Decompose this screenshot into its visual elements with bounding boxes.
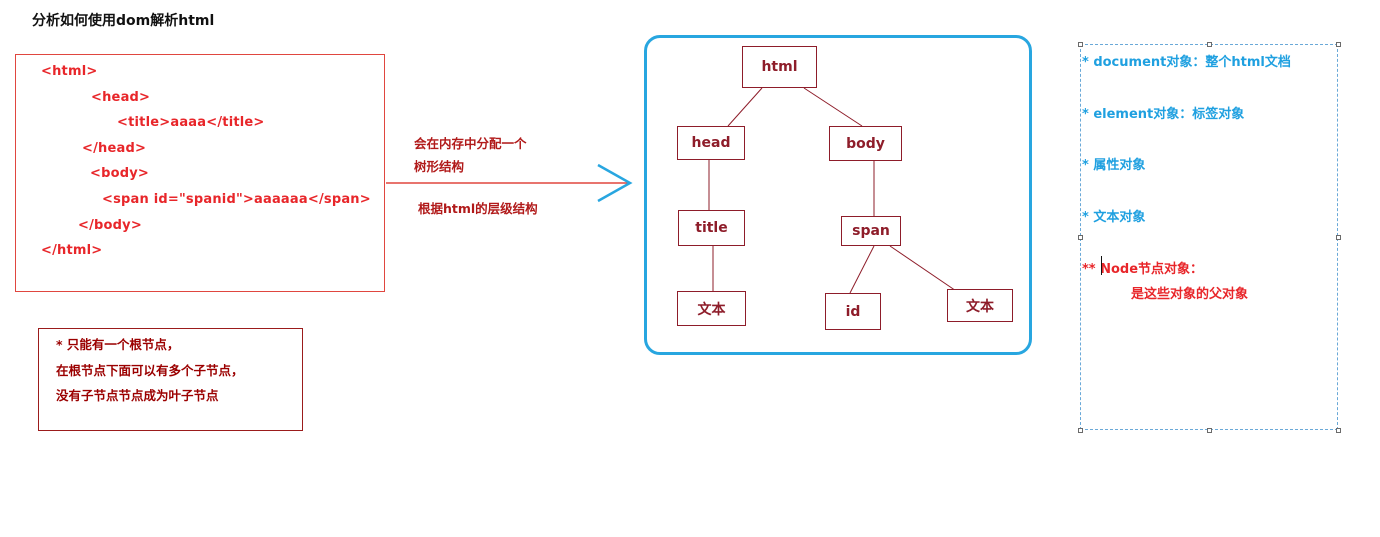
code-line-html-open: <html> xyxy=(41,64,98,79)
object-attribute: * 属性对象 xyxy=(1082,158,1146,173)
node-span: span xyxy=(841,216,901,246)
node-id: id xyxy=(825,293,881,330)
node-title: title xyxy=(678,210,745,246)
arrow-icon xyxy=(386,163,633,203)
page-title: 分析如何使用dom解析html xyxy=(32,13,215,29)
resize-handle-left[interactable] xyxy=(1078,235,1083,240)
resize-handle-right[interactable] xyxy=(1336,235,1341,240)
resize-handle-bottom-left[interactable] xyxy=(1078,428,1083,433)
edge-html-body xyxy=(803,87,863,127)
code-line-html-close: </html> xyxy=(41,243,103,258)
arrow-text-line-3: 根据html的层级结构 xyxy=(418,201,538,216)
code-line-head-close: </head> xyxy=(82,141,147,156)
resize-handle-top[interactable] xyxy=(1207,42,1212,47)
note-line-1: * 只能有一个根节点， xyxy=(56,337,180,352)
resize-handle-top-left[interactable] xyxy=(1078,42,1083,47)
code-line-body-close: </body> xyxy=(78,218,142,233)
node-html: html xyxy=(742,46,817,88)
node-object-prefix: ** xyxy=(1082,262,1101,277)
note-box: * 只能有一个根节点， 在根节点下面可以有多个子节点， 没有子节点节点成为叶子节… xyxy=(38,328,303,431)
node-head: head xyxy=(677,126,745,160)
object-document: * document对象：整个html文档 xyxy=(1082,55,1291,70)
node-span-text: 文本 xyxy=(947,289,1013,322)
note-line-3: 没有子节点节点成为叶子节点 xyxy=(56,388,219,403)
node-object-name: Node节点对象： xyxy=(1100,262,1204,277)
node-object-label: ** Node节点对象： xyxy=(1082,258,1203,277)
tree-frame xyxy=(644,35,1032,355)
edge-span-text xyxy=(889,245,966,298)
node-title-text: 文本 xyxy=(677,291,746,326)
edge-span-id xyxy=(849,245,875,294)
object-text: * 文本对象 xyxy=(1082,210,1146,225)
resize-handle-bottom-right[interactable] xyxy=(1336,428,1341,433)
code-line-body-open: <body> xyxy=(90,166,150,181)
html-code-box: <html> <head> <title>aaaa</title> </head… xyxy=(15,54,385,292)
object-element: * element对象：标签对象 xyxy=(1082,107,1245,122)
text-cursor xyxy=(1101,256,1102,275)
resize-handle-bottom[interactable] xyxy=(1207,428,1212,433)
resize-handle-top-right[interactable] xyxy=(1336,42,1341,47)
code-line-title: <title>aaaa</title> xyxy=(117,115,265,130)
object-text-box[interactable] xyxy=(1080,44,1338,430)
edge-html-head xyxy=(727,87,763,127)
note-line-2: 在根节点下面可以有多个子节点， xyxy=(56,363,244,378)
arrow-text-line-1: 会在内存中分配一个 xyxy=(414,136,527,151)
node-object-desc: 是这些对象的父对象 xyxy=(1131,287,1249,302)
code-line-head-open: <head> xyxy=(91,90,151,105)
node-body: body xyxy=(829,126,902,161)
arrow-text-line-2: 树形结构 xyxy=(414,159,465,174)
code-line-span: <span id="spanid">aaaaaa</span> xyxy=(102,192,371,207)
